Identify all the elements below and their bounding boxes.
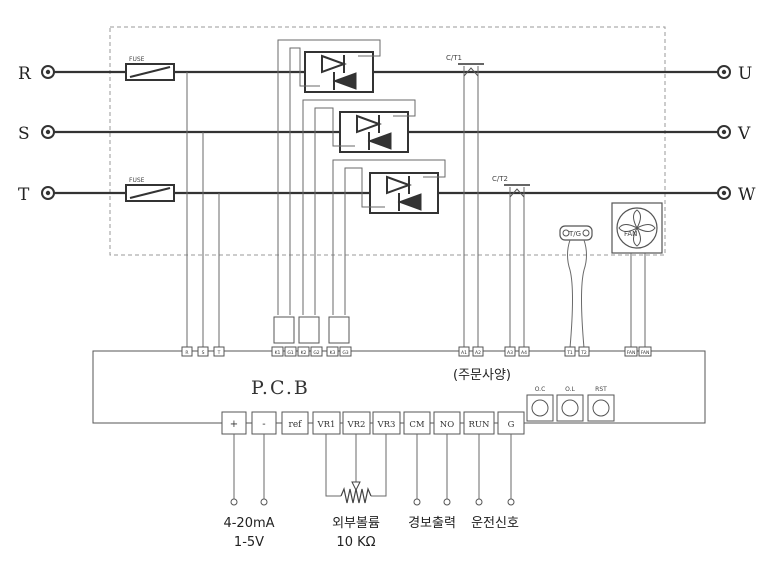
thermal-label: T/G	[568, 230, 581, 238]
terminal-top-3: T	[217, 350, 221, 356]
phase-label-v: V	[737, 124, 751, 144]
terminal-top-1: R	[185, 350, 188, 356]
scr-module-3	[332, 159, 446, 315]
terminal-top-13: A4	[521, 350, 527, 356]
pcb-top-terminals: R S T K1 G1 K2 G2 K3 G3 A1 A2 A3 A4 T1 T…	[181, 346, 652, 357]
indicator-rst-label: RST	[595, 386, 607, 393]
terminal-cm: CM	[409, 420, 425, 430]
terminal-top-11: A2	[475, 350, 481, 356]
current-transformer-1: C/T1	[446, 54, 484, 348]
fuse-r-label: FUSE	[129, 56, 145, 63]
terminal-top-12: A3	[507, 350, 513, 356]
phase-label-t: T	[18, 185, 30, 205]
terminal-top-7: G2	[313, 350, 319, 356]
scr-module-1	[277, 39, 385, 315]
terminal-top-5: G1	[287, 350, 293, 356]
terminal-top-10: A1	[461, 350, 467, 356]
terminal-top-16: FAN	[627, 350, 636, 356]
terminal-vr1: VR1	[317, 420, 336, 430]
terminal-minus: -	[262, 419, 265, 430]
terminal-top-2: S	[202, 350, 205, 356]
ct2-label: C/T2	[492, 175, 508, 183]
gate-brackets	[273, 316, 350, 344]
indicator-ol-label: O.L	[565, 386, 575, 393]
pcb-bottom-terminals: + - ref VR1 VR2 VR3 CM NO RUN G	[221, 411, 525, 435]
caption-signal-1: 4-20mA	[223, 516, 274, 531]
terminal-top-14: T1	[566, 350, 573, 356]
terminal-g: G	[508, 420, 515, 430]
terminal-vr3: VR3	[377, 420, 396, 430]
output-terminals	[717, 65, 731, 200]
pcb-label: P.C.B	[251, 377, 310, 399]
caption-volume-2: 10 KΩ	[336, 535, 375, 550]
enclosure-boundary	[109, 26, 666, 256]
caption-volume-1: 외부볼륨	[332, 516, 380, 531]
phase-label-w: W	[738, 185, 756, 205]
ct1-label: C/T1	[446, 54, 462, 62]
phase-label-s: S	[18, 124, 30, 144]
scr-module-2	[302, 99, 416, 315]
order-note: (주문사양)	[453, 368, 511, 383]
voltage-sense-wires	[186, 72, 220, 348]
fan: FAN	[611, 202, 663, 348]
terminal-no: NO	[440, 420, 454, 430]
bottom-leads	[230, 434, 515, 506]
terminal-plus: +	[230, 419, 238, 430]
caption-run-signal: 운전신호	[471, 516, 519, 531]
terminal-top-15: T2	[580, 350, 587, 356]
caption-signal-2: 1-5V	[234, 535, 264, 550]
current-transformer-2: C/T2	[492, 175, 530, 348]
terminal-vr2: VR2	[347, 420, 366, 430]
fuse-t: FUSE	[125, 177, 175, 202]
fan-label: FAN	[624, 230, 637, 238]
terminal-ref: ref	[289, 420, 303, 430]
terminal-top-6: K2	[301, 350, 307, 356]
phase-label-r: R	[18, 64, 32, 84]
terminal-run: RUN	[468, 420, 490, 430]
fuse-r: FUSE	[125, 56, 175, 81]
terminal-top-9: G3	[342, 350, 348, 356]
fuse-t-label: FUSE	[129, 177, 145, 184]
terminal-top-17: FAN	[641, 350, 650, 356]
thermal-guard: T/G	[559, 225, 593, 349]
terminal-top-8: K3	[330, 350, 336, 356]
input-terminals	[41, 65, 55, 200]
indicator-buttons: O.C O.L RST	[526, 386, 615, 422]
terminal-top-4: K1	[275, 350, 281, 356]
phase-label-u: U	[738, 64, 752, 84]
indicator-oc-label: O.C	[535, 386, 546, 393]
caption-alarm-output: 경보출력	[408, 516, 456, 531]
